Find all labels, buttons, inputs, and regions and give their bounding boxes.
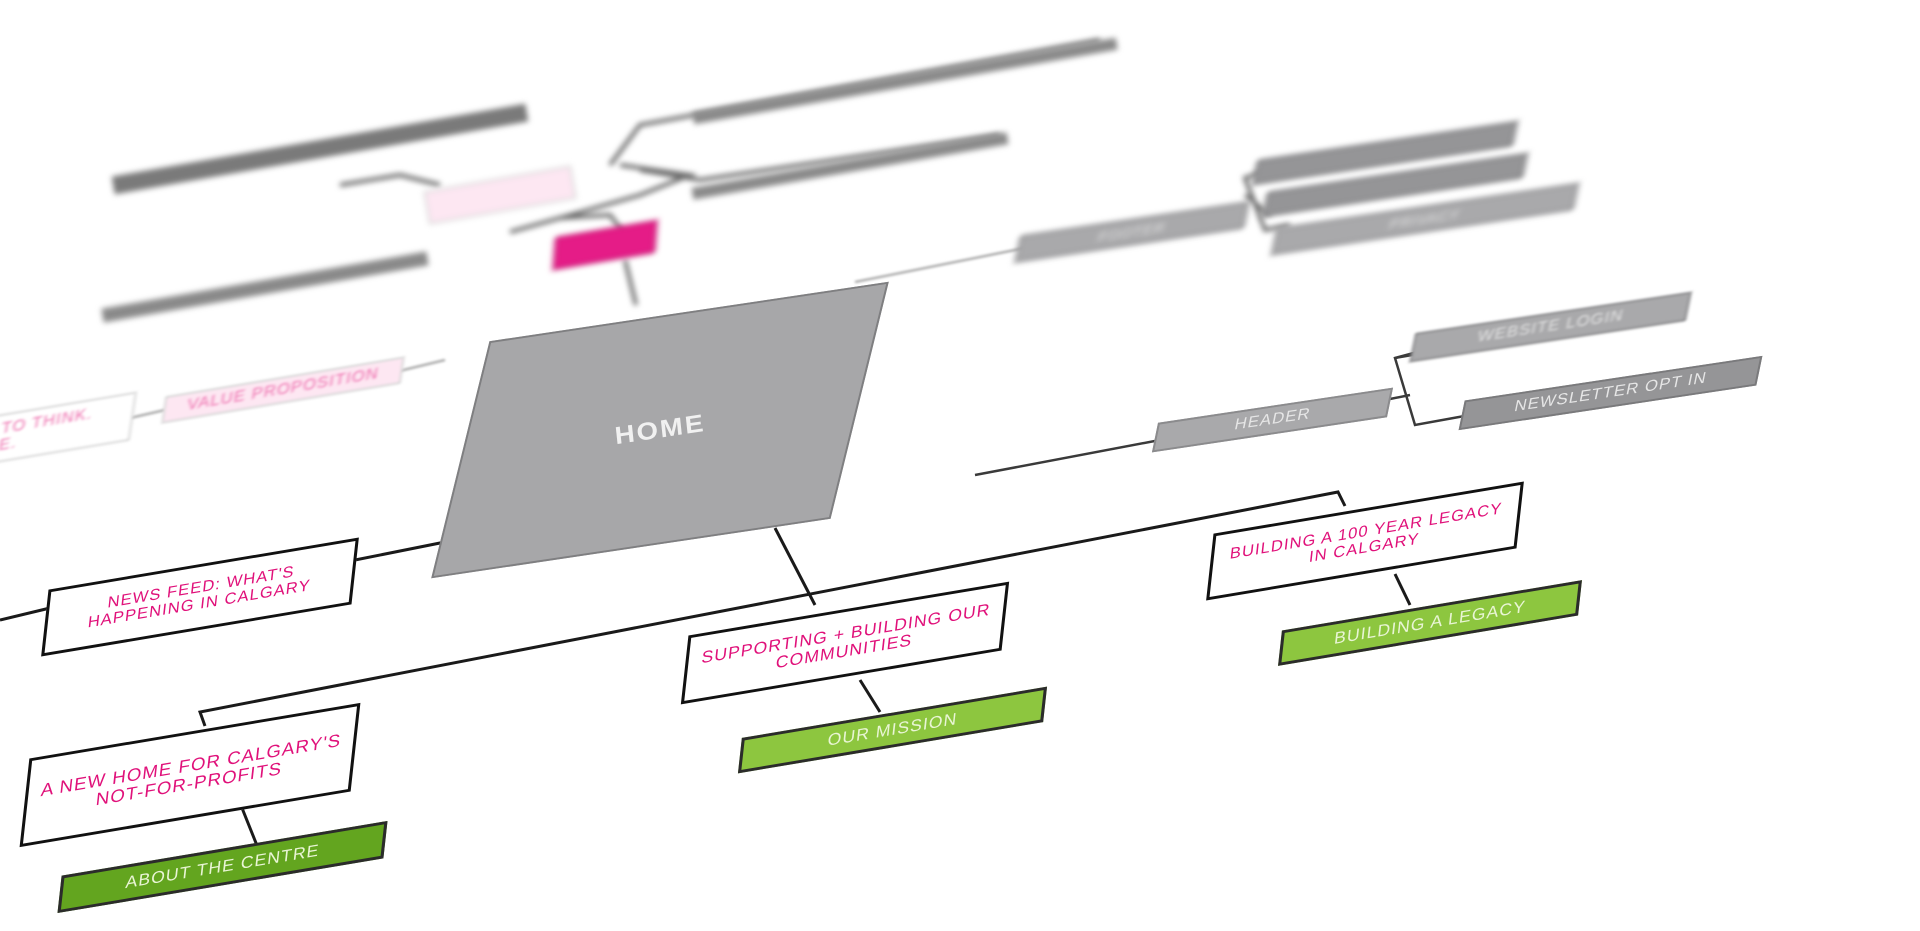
connector [129, 409, 166, 419]
connector [974, 438, 1161, 477]
connector [559, 163, 698, 220]
connector [1393, 348, 1471, 427]
connector [623, 259, 638, 306]
connector [240, 807, 260, 849]
privacy-label: PRIVACY [1388, 205, 1462, 232]
connector [0, 606, 51, 622]
connector [509, 212, 627, 237]
header-label: HEADER [1232, 405, 1313, 434]
footer-label: FOOTER [1096, 218, 1168, 245]
partial-left-line2: E. [0, 434, 18, 455]
connector [773, 527, 817, 606]
connector [339, 172, 441, 187]
connector [1393, 573, 1412, 606]
home-label: HOME [613, 408, 707, 451]
connector [858, 679, 882, 713]
partial-left-line1: TO THINK. [0, 405, 94, 438]
connector [394, 359, 446, 373]
connector [854, 247, 1026, 283]
connector [197, 490, 1347, 727]
